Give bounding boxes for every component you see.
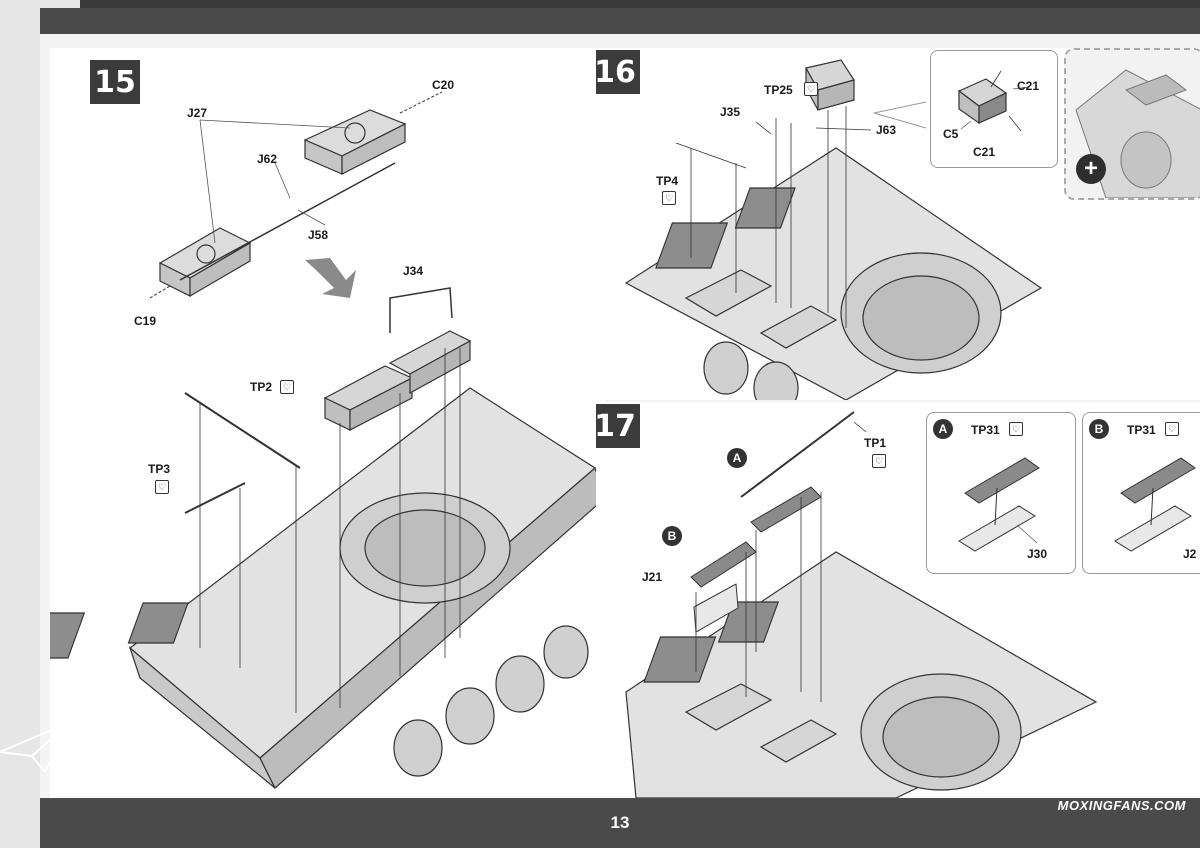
step-15-drawing (50, 91, 606, 789)
part-label-tp3: TP3 (148, 462, 171, 476)
paper-plane-logo-icon (0, 722, 70, 772)
part-label-j21: J21 (642, 570, 663, 584)
engine-grilles (690, 486, 822, 633)
road-wheels (703, 341, 799, 400)
tank-rear-deck (624, 147, 1043, 400)
part-label-tp31-b: TP31 (1127, 423, 1156, 437)
variant-badge-b: B (662, 526, 682, 546)
step-number-badge: 17 (596, 404, 640, 448)
instruction-page: 15 (40, 8, 1200, 848)
page-number: 13 (610, 813, 630, 832)
photo-etch-icon: ♡ (155, 480, 169, 494)
photo-etch-icon: ♡ (872, 454, 886, 468)
photo-etch-icon: ♡ (1009, 422, 1023, 436)
step-16-drawing (624, 59, 1043, 400)
variant-badge-a: A (727, 448, 747, 468)
road-wheels (393, 625, 589, 777)
part-label-c21-top: C21 (1017, 79, 1040, 93)
variant-a-inset: A TP31 ♡ J30 (926, 412, 1076, 574)
part-label-j2: J2 (1183, 547, 1197, 561)
jerry-can-lower (158, 227, 252, 298)
variant-b-inset: B TP31 ♡ J2 (1082, 412, 1200, 574)
assembly-direction-arrow (305, 258, 356, 298)
fuel-line (179, 162, 396, 281)
photo-etch-icon: ♡ (280, 380, 294, 394)
photo-etch-icon: ♡ (804, 82, 818, 96)
part-label-c5: C5 (943, 127, 959, 141)
bottom-frame-bar: 13 (40, 798, 1200, 848)
part-label-c20: C20 (432, 78, 455, 92)
inset-badge-b: B (1089, 419, 1109, 439)
part-label-tp31-a: TP31 (971, 423, 1000, 437)
step-number-badge: 15 (90, 60, 140, 104)
part-label-tp25: TP25 (764, 83, 793, 97)
step-number-badge: 16 (596, 50, 640, 94)
zoom-reference-inset: + (1064, 48, 1200, 200)
step-17-drawing (625, 411, 1098, 798)
rear-jerry-cans (684, 683, 838, 763)
zoom-magnifier-icon: + (1076, 154, 1106, 184)
top-frame-bar (40, 8, 1200, 34)
part-label-j63: J63 (876, 123, 897, 137)
tank-rear-deck (625, 551, 1098, 798)
photo-etch-icon: ♡ (1165, 422, 1179, 436)
part-label-j30: J30 (1027, 547, 1048, 561)
jerry-can-upper (303, 109, 407, 175)
part-label-j35: J35 (720, 105, 741, 119)
tank-hull (50, 387, 606, 789)
part-label-tp2: TP2 (250, 380, 273, 394)
part-label-j62: J62 (257, 152, 278, 166)
jerry-can-detail (957, 78, 1008, 125)
watermark-text: MOXINGFANS.COM (1057, 798, 1186, 813)
part-label-c21-bottom: C21 (973, 145, 996, 159)
rear-jerry-cans (684, 59, 855, 349)
part-label-j27: J27 (187, 106, 208, 120)
detail-inset-c5: C21 C5 C21 (930, 50, 1058, 168)
inset-badge-a: A (933, 419, 953, 439)
step-15-panel: 15 (50, 48, 606, 798)
step-16-panel: 16 (596, 48, 1200, 400)
part-label-j58: J58 (308, 228, 329, 242)
part-label-j34: J34 (403, 264, 424, 278)
part-label-tp4: TP4 (656, 174, 679, 188)
part-label-tp1: TP1 (864, 436, 887, 450)
photo-etch-icon: ♡ (662, 191, 676, 205)
part-label-c19: C19 (134, 314, 157, 328)
mounted-jerry-cans (323, 330, 472, 431)
step-17-panel: 17 (596, 402, 1200, 798)
